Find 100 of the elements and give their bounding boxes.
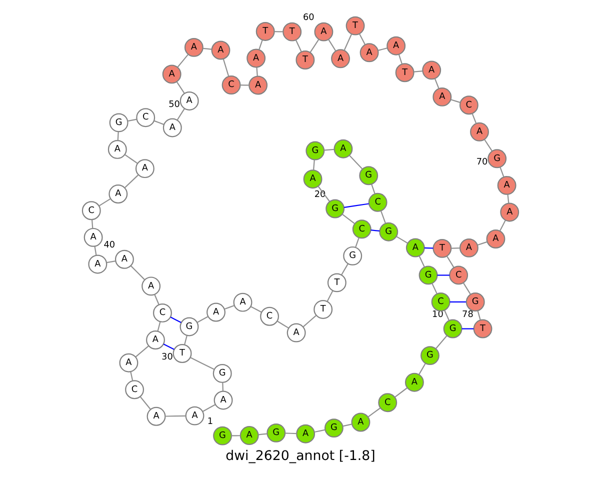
node-circle: G: [179, 317, 198, 336]
caption: dwi_2620_annot [-1.8]: [225, 448, 375, 464]
node-circle: C: [136, 108, 155, 128]
node-circle: T: [345, 16, 364, 36]
node-circle: T: [282, 22, 302, 42]
node-circle: A: [470, 122, 488, 142]
node-circle: A: [302, 170, 322, 189]
connector: [90, 220, 93, 228]
connector: [418, 363, 426, 375]
connector: [130, 372, 133, 381]
connector: [309, 39, 319, 53]
node-circle: G: [442, 319, 462, 338]
node-label: 50: [168, 100, 180, 110]
node-circle: G: [465, 292, 484, 312]
connector: [342, 424, 352, 427]
node-circle: C: [458, 96, 478, 115]
connector: [176, 54, 188, 68]
connector: [284, 432, 296, 434]
connector: [134, 345, 148, 358]
connector: [450, 99, 460, 103]
node-circle: G: [212, 364, 232, 383]
node-label: 40: [103, 240, 115, 251]
connector: [484, 139, 492, 152]
connector: [170, 316, 181, 324]
node-label: 70: [476, 158, 488, 168]
connector: [317, 186, 330, 202]
node-circle: A: [118, 353, 138, 372]
node-circle: G: [487, 149, 506, 168]
node-circle: A: [330, 49, 350, 68]
connector: [294, 40, 302, 52]
node-circle: A: [83, 228, 102, 247]
connector: [258, 40, 262, 50]
connector: [471, 113, 476, 124]
node-circle: G: [325, 199, 344, 218]
connector: [342, 214, 355, 224]
connector: [224, 304, 234, 310]
node-circle: A: [458, 238, 478, 258]
connector: [202, 404, 215, 412]
node-circle: A: [146, 330, 164, 350]
connector: [343, 34, 352, 51]
node-circle: C: [448, 266, 468, 285]
connector: [94, 246, 96, 256]
connector: [127, 118, 136, 122]
connector: [367, 408, 380, 418]
connector: [326, 290, 333, 302]
node-circle: G: [358, 166, 378, 186]
connector: [222, 382, 224, 392]
node-circle: C: [430, 292, 450, 312]
connector: [324, 148, 334, 151]
node-circle: G: [266, 423, 286, 442]
node-circle: A: [108, 184, 128, 204]
node-circle: G: [108, 113, 128, 132]
connector: [354, 237, 359, 248]
node-circle: A: [232, 292, 252, 312]
node-circle: A: [184, 406, 204, 426]
node-circle: A: [296, 424, 315, 444]
node-circle: T: [255, 22, 274, 41]
node-label: 60: [302, 13, 314, 23]
node-label: 1: [206, 416, 213, 427]
connector: [498, 220, 506, 232]
node-circle: T: [295, 50, 314, 70]
node-circle: A: [184, 38, 203, 57]
node-circle: A: [432, 87, 452, 106]
connector: [256, 67, 258, 76]
node-circle: A: [162, 64, 181, 84]
connector: [434, 78, 439, 89]
node-circle: G: [212, 426, 232, 446]
connector: [476, 241, 487, 246]
node-circle: A: [422, 60, 441, 80]
connector: [176, 108, 184, 120]
connector: [274, 31, 283, 32]
connector: [506, 194, 509, 204]
connector: [380, 210, 386, 224]
connector: [124, 154, 138, 164]
connector: [436, 274, 450, 276]
connector: [190, 357, 214, 370]
node-circle: G: [324, 418, 343, 438]
connector: [153, 120, 164, 125]
node-circle: C: [124, 380, 144, 400]
connector: [312, 160, 314, 170]
node-circle: A: [500, 202, 519, 222]
connector: [370, 184, 375, 194]
node-circle: C: [368, 192, 387, 212]
node-circle: C: [221, 76, 240, 94]
node-circle: G: [420, 346, 439, 366]
node-circle: A: [286, 323, 306, 342]
connector: [446, 256, 454, 268]
connector: [444, 310, 450, 321]
connector: [140, 396, 150, 410]
node-circle: T: [313, 300, 332, 319]
node-circle: A: [404, 372, 424, 392]
connector: [358, 33, 366, 45]
connector: [165, 415, 186, 417]
node-circle: A: [496, 176, 516, 195]
connector: [116, 132, 118, 140]
connector: [276, 320, 288, 328]
connector: [344, 203, 368, 208]
node-circle: A: [213, 390, 232, 410]
connector: [396, 236, 408, 244]
connector: [184, 335, 187, 345]
